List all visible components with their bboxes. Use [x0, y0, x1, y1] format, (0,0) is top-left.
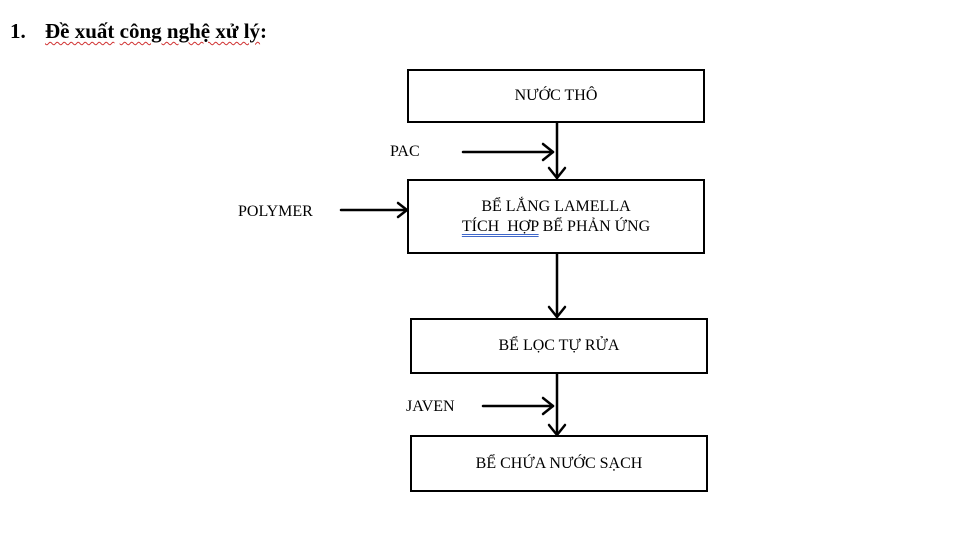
node-filter-tank: BỂ LỌC TỰ RỬA	[410, 318, 708, 374]
heading-number: 1.	[10, 19, 26, 43]
node-filter-tank-label: BỂ LỌC TỰ RỬA	[498, 337, 620, 354]
section-heading: 1. Đề xuất công nghệ xử lý:	[10, 17, 267, 45]
arrowhead-polymer-input	[396, 201, 409, 219]
heading-text-part-2: công nghệ xử lý	[119, 19, 261, 43]
arrowhead-raw-to-lamella	[547, 166, 567, 180]
heading-text-part-1: Đề xuất	[45, 19, 115, 43]
input-label-pac: PAC	[390, 143, 420, 160]
arrowhead-javen-input	[541, 396, 555, 416]
node-lamella-line-1: BỂ LẮNG LAMELLA	[481, 197, 631, 215]
arrowhead-lamella-to-filter	[547, 305, 567, 319]
node-lamella-line-2-underlined: TÍCH HỢP	[461, 217, 539, 235]
node-lamella-line-2-rest: BỂ PHẢN ỨNG	[538, 217, 651, 235]
input-label-polymer: POLYMER	[238, 203, 313, 220]
arrowhead-pac-input	[541, 142, 555, 162]
heading-colon: :	[260, 19, 268, 43]
arrowhead-filter-to-clean	[547, 423, 567, 437]
input-label-javen: JAVEN	[406, 398, 455, 415]
node-raw-water-label: NƯỚC THÔ	[514, 87, 598, 104]
node-raw-water: NƯỚC THÔ	[407, 69, 705, 123]
node-lamella-line-2: TÍCH HỢP BỂ PHẢN ỨNG	[462, 217, 650, 237]
node-clean-water-tank-label: BỂ CHỨA NƯỚC SẠCH	[475, 454, 643, 472]
node-lamella-tank: BỂ LẮNG LAMELLA TÍCH HỢP BỂ PHẢN ỨNG	[407, 179, 705, 254]
node-clean-water-tank: BỂ CHỨA NƯỚC SẠCH	[410, 435, 708, 492]
